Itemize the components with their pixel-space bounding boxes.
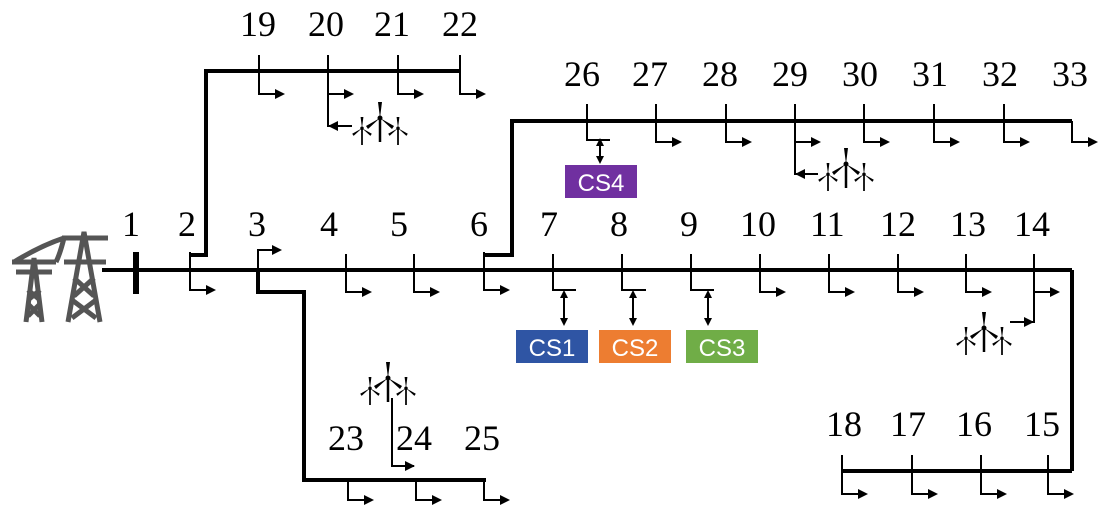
lateral-15-18: 18 17 16 15 (826, 404, 1074, 499)
bus-14-label: 14 (1014, 204, 1050, 244)
branch-6-26-line (484, 119, 1072, 257)
load-arrow (483, 480, 510, 505)
cs3-label: CS3 (699, 335, 746, 362)
load-arrow (415, 480, 442, 505)
bus-10-label: 10 (740, 204, 776, 244)
bus-16-label: 16 (956, 404, 992, 444)
wind-feed-line (794, 142, 818, 175)
bus-33-label: 33 (1052, 54, 1088, 94)
bus-29-label: 29 (772, 54, 808, 94)
main-feeder-buses: 2 3 4 5 6 7 8 9 10 11 12 13 14 (178, 204, 1060, 327)
bus-15-label: 15 (1024, 404, 1060, 444)
bus-4-label: 4 (320, 204, 338, 244)
cs2-label: CS2 (612, 335, 659, 362)
load-arrow (459, 55, 486, 99)
load-arrow (725, 104, 752, 147)
bus-6-label: 6 (470, 204, 488, 244)
cs4-label: CS4 (578, 170, 625, 197)
load-arrow (759, 254, 786, 297)
bus-7-label: 7 (540, 204, 558, 244)
bus-27-label: 27 (632, 54, 668, 94)
cs1-label: CS1 (529, 335, 576, 362)
bus-13-label: 13 (950, 204, 986, 244)
wind-feed-line (327, 94, 352, 127)
load-arrow (258, 55, 285, 99)
branch-2-19-line (190, 69, 460, 257)
load-arrow (965, 254, 992, 297)
load-arrow (933, 104, 960, 147)
bus-30-label: 30 (842, 54, 878, 94)
load-arrow (1047, 455, 1074, 499)
bus-8-label: 8 (610, 204, 628, 244)
charging-station-cs3: CS3 (686, 330, 758, 363)
charging-tap (586, 104, 610, 141)
wind-turbine-icon (956, 312, 1012, 355)
wind-turbine-icon (360, 362, 416, 405)
bus-11-label: 11 (810, 204, 845, 244)
bus-23-label: 23 (328, 418, 364, 458)
load-arrow (1003, 104, 1030, 147)
bus-5-label: 5 (390, 204, 408, 244)
branch-3-23-line (256, 270, 486, 482)
load-arrow (327, 55, 354, 99)
load-arrow (655, 104, 682, 147)
wind-turbine-icon (818, 148, 874, 191)
wind-turbine-icon (352, 102, 408, 145)
load-arrow (911, 455, 938, 499)
charging-station-cs4: CS4 (565, 165, 637, 198)
load-arrow (397, 55, 424, 99)
bus-26-label: 26 (564, 54, 600, 94)
lateral-23-25: 23 24 25 (328, 398, 510, 505)
bus-18-label: 18 (826, 404, 862, 444)
charging-tap (621, 254, 646, 291)
load-arrow (345, 254, 372, 297)
bus-3-label: 3 (248, 204, 266, 244)
load-arrow (841, 455, 868, 499)
bus-31-label: 31 (912, 54, 948, 94)
bus-22-label: 22 (442, 4, 478, 44)
load-arrow (483, 252, 510, 295)
bus-19-label: 19 (240, 4, 276, 44)
transmission-tower-icon (12, 231, 108, 323)
load-arrow (347, 480, 374, 505)
load-arrow (1033, 254, 1060, 297)
charging-station-cs1: CS1 (516, 330, 588, 363)
lateral-19-22: 19 20 21 22 (240, 4, 486, 131)
load-arrow (897, 254, 924, 297)
load-arrow (980, 455, 1007, 499)
bus-12-label: 12 (880, 204, 916, 244)
bus-32-label: 32 (982, 54, 1018, 94)
lateral-26-33: 26 27 28 29 30 31 32 33 (564, 54, 1098, 179)
load-arrow (257, 245, 282, 270)
wind-feed-arrow (1010, 292, 1035, 323)
bus-24-label: 24 (396, 418, 432, 458)
bus-21-label: 21 (374, 4, 410, 44)
bus-1-label: 1 (122, 204, 140, 244)
bus-2-label: 2 (178, 204, 196, 244)
charging-station-cs2: CS2 (599, 330, 671, 363)
bus-28-label: 28 (702, 54, 738, 94)
bus-25-label: 25 (464, 418, 500, 458)
bus-17-label: 17 (890, 404, 926, 444)
bus-9-label: 9 (680, 204, 698, 244)
load-arrow (828, 254, 855, 297)
bus-20-label: 20 (308, 4, 344, 44)
load-arrow (413, 254, 440, 297)
load-arrow (863, 104, 890, 147)
load-arrow (1071, 121, 1098, 147)
load-arrow (189, 252, 216, 295)
charging-tap (552, 254, 576, 291)
